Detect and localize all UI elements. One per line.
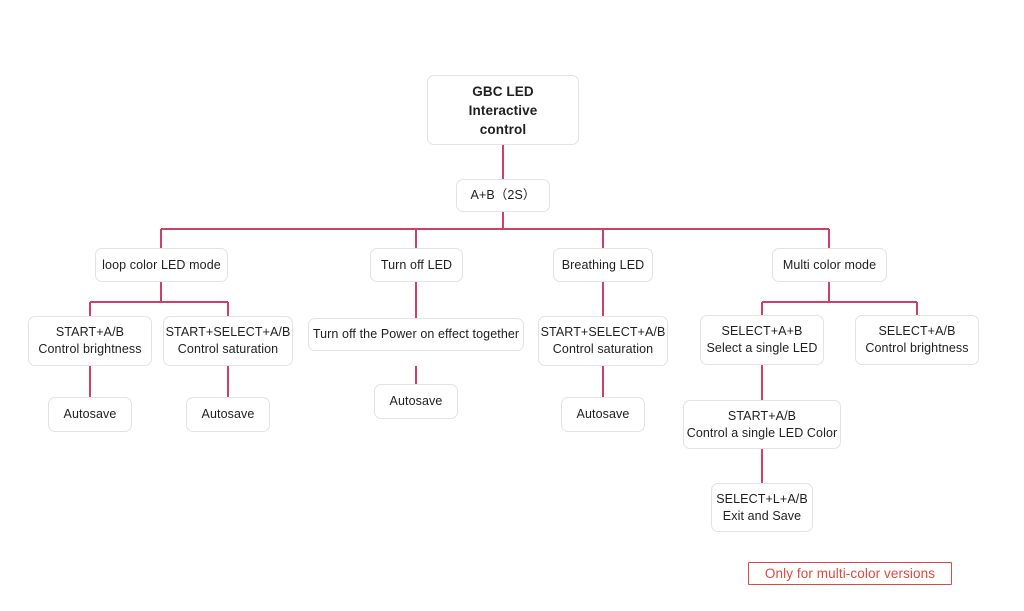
node-multi-single-color-line2: Control a single LED Color xyxy=(686,425,838,440)
node-loop-brightness-line2: Control brightness xyxy=(38,342,142,356)
node-autosave-turn-off[interactable]: Autosave xyxy=(374,384,458,419)
node-loop-brightness[interactable]: START+A/B Control brightness xyxy=(28,316,152,366)
node-multi-single-color[interactable]: START+A/B Control a single LED Color xyxy=(683,400,841,449)
node-root[interactable]: GBC LED Interactive control xyxy=(427,75,579,145)
node-autosave-loop-saturation[interactable]: Autosave xyxy=(186,397,270,432)
node-mode-breathing-label: Breathing LED xyxy=(561,257,645,272)
node-multi-select-led[interactable]: SELECT+A+B Select a single LED xyxy=(700,315,824,365)
legend-multi-color-note: Only for multi-color versions xyxy=(748,562,952,585)
node-multi-exit-save-line1: SELECT+L+A/B xyxy=(716,491,808,506)
node-trigger[interactable]: A+B（2S） xyxy=(456,179,550,212)
node-mode-breathing[interactable]: Breathing LED xyxy=(553,248,653,282)
node-breathing-saturation[interactable]: START+SELECT+A/B Control saturation xyxy=(538,316,668,366)
legend-multi-color-note-label: Only for multi-color versions xyxy=(764,565,936,581)
node-multi-select-led-line2: Select a single LED xyxy=(706,341,818,355)
node-mode-turn-off[interactable]: Turn off LED xyxy=(370,248,463,282)
node-root-line2: Interactive xyxy=(468,102,538,118)
node-turn-off-power-label: Turn off the Power on effect together xyxy=(312,327,520,341)
node-mode-multi-color[interactable]: Multi color mode xyxy=(772,248,887,282)
node-multi-exit-save[interactable]: SELECT+L+A/B Exit and Save xyxy=(711,483,813,532)
node-breathing-saturation-line2: Control saturation xyxy=(552,342,654,356)
node-loop-saturation[interactable]: START+SELECT+A/B Control saturation xyxy=(163,316,293,366)
node-mode-turn-off-label: Turn off LED xyxy=(380,257,453,272)
node-autosave-breathing-label: Autosave xyxy=(576,407,630,421)
node-autosave-loop-saturation-label: Autosave xyxy=(201,407,255,421)
node-loop-brightness-line1: START+A/B xyxy=(55,325,125,339)
node-multi-select-led-line1: SELECT+A+B xyxy=(721,324,803,338)
node-root-line3: control xyxy=(479,121,527,137)
node-multi-brightness[interactable]: SELECT+A/B Control brightness xyxy=(855,315,979,365)
node-mode-loop-color-label: loop color LED mode xyxy=(102,257,221,272)
node-root-line1: GBC LED xyxy=(472,83,534,99)
node-mode-loop-color[interactable]: loop color LED mode xyxy=(95,248,228,282)
node-autosave-loop-brightness[interactable]: Autosave xyxy=(48,397,132,432)
node-autosave-loop-brightness-label: Autosave xyxy=(63,407,117,421)
node-autosave-turn-off-label: Autosave xyxy=(389,394,443,408)
node-turn-off-power[interactable]: Turn off the Power on effect together xyxy=(308,318,524,351)
node-autosave-breathing[interactable]: Autosave xyxy=(561,397,645,432)
node-multi-brightness-line2: Control brightness xyxy=(865,341,969,355)
node-trigger-label: A+B（2S） xyxy=(470,188,536,202)
node-multi-single-color-line1: START+A/B xyxy=(727,408,797,423)
node-multi-exit-save-line2: Exit and Save xyxy=(722,508,802,523)
node-loop-saturation-line1: START+SELECT+A/B xyxy=(165,325,291,339)
node-mode-multi-color-label: Multi color mode xyxy=(782,257,877,272)
node-loop-saturation-line2: Control saturation xyxy=(177,342,279,356)
node-multi-brightness-line1: SELECT+A/B xyxy=(878,324,956,338)
node-breathing-saturation-line1: START+SELECT+A/B xyxy=(540,325,666,339)
